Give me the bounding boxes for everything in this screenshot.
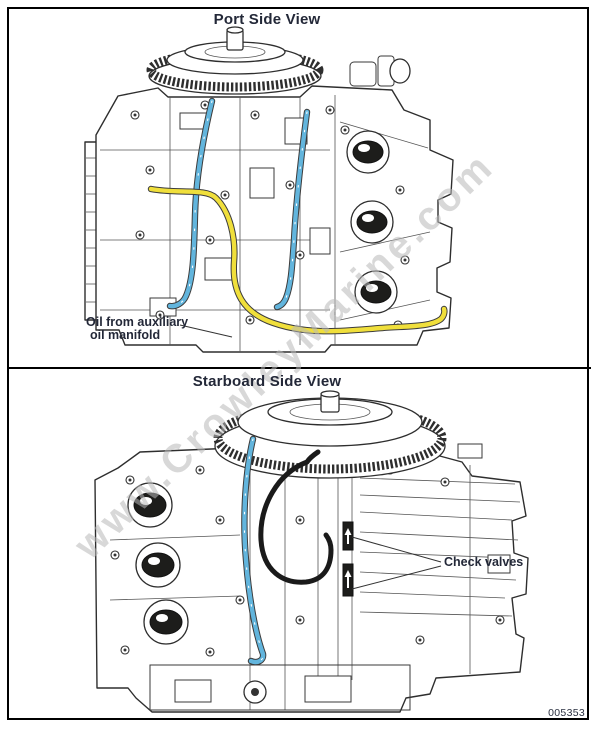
port-bolts — [130, 100, 410, 330]
starboard-black-hose — [258, 449, 334, 585]
port-oil-tube-blue-1 — [166, 97, 216, 310]
starboard-engine-block — [94, 390, 529, 713]
starboard-flywheel — [213, 390, 447, 479]
figure-number: 005353 — [548, 707, 585, 719]
port-left-bracket — [84, 141, 98, 321]
port-oil-tube-blue-2 — [273, 108, 311, 311]
starboard-fins — [359, 465, 521, 674]
starboard-side-engine-drawing — [94, 390, 529, 713]
panel-divider — [7, 367, 591, 369]
starboard-panel-title: Starboard Side View — [192, 373, 342, 390]
starboard-base — [149, 664, 411, 711]
oil-manifold-callout: Oil from auxiliary oil manifold — [86, 316, 188, 342]
port-head-bosses — [346, 130, 398, 314]
page-border — [7, 7, 589, 720]
oil-callout-line1: Oil from auxiliary — [86, 315, 189, 329]
oil-callout-leader-line — [179, 324, 233, 338]
starboard-oil-tube-blue — [241, 435, 267, 666]
check-valves-callout: Check valves — [444, 555, 524, 569]
check-valves — [342, 521, 354, 597]
starboard-head-bosses — [127, 482, 189, 645]
check-valves-leader-lines — [351, 536, 442, 590]
port-oil-tube-yellow — [147, 185, 448, 335]
port-engine-block — [84, 26, 454, 353]
port-panel-title: Port Side View — [213, 11, 321, 28]
port-flywheel — [146, 26, 324, 95]
port-top-accessories — [349, 55, 411, 87]
port-side-engine-drawing — [84, 26, 454, 353]
oil-callout-line2: oil manifold — [90, 328, 161, 342]
